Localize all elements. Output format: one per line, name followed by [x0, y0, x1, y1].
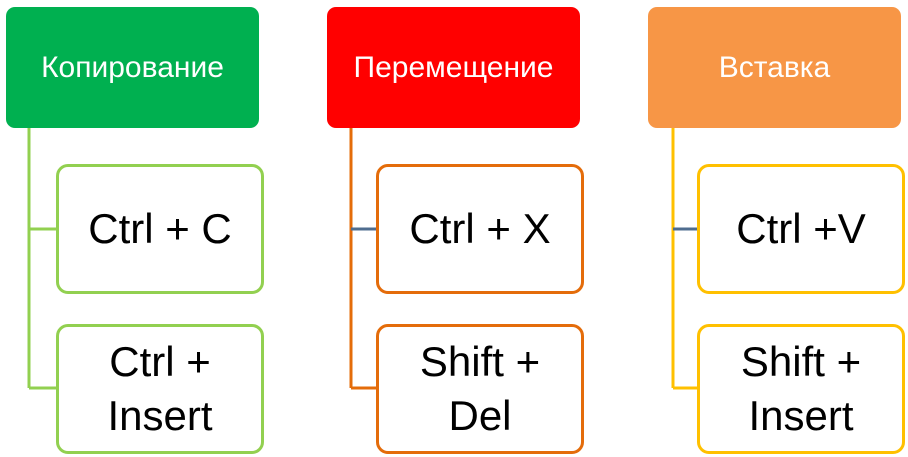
move-shortcut-1-label: Ctrl + X: [409, 205, 551, 252]
move-header: Перемещение: [327, 7, 580, 128]
paste-shortcut-2-label: Shift + Insert: [740, 338, 862, 439]
copy-shortcut-2-label: Ctrl + Insert: [107, 338, 213, 439]
copy-connector: [27, 128, 57, 390]
paste-header: Вставка: [648, 7, 901, 128]
move-header-label: Перемещение: [353, 50, 554, 84]
move-shortcut-2-label: Shift + Del: [419, 338, 541, 439]
paste-shortcut-shift-insert: Shift + Insert: [697, 324, 905, 454]
paste-connector: [671, 128, 698, 390]
copy-shortcut-ctrl-c: Ctrl + C: [56, 164, 264, 294]
move-shortcut-ctrl-x: Ctrl + X: [376, 164, 584, 294]
move-connector: [349, 128, 377, 390]
move-shortcut-shift-del: Shift + Del: [376, 324, 584, 454]
paste-shortcut-ctrl-v: Ctrl +V: [697, 164, 905, 294]
paste-header-label: Вставка: [718, 50, 831, 84]
paste-shortcut-1-label: Ctrl +V: [736, 205, 866, 252]
copy-shortcut-ctrl-insert: Ctrl + Insert: [56, 324, 264, 454]
copy-header: Копирование: [6, 7, 259, 128]
copy-shortcut-1-label: Ctrl + C: [88, 205, 232, 252]
copy-header-label: Копирование: [41, 50, 224, 84]
